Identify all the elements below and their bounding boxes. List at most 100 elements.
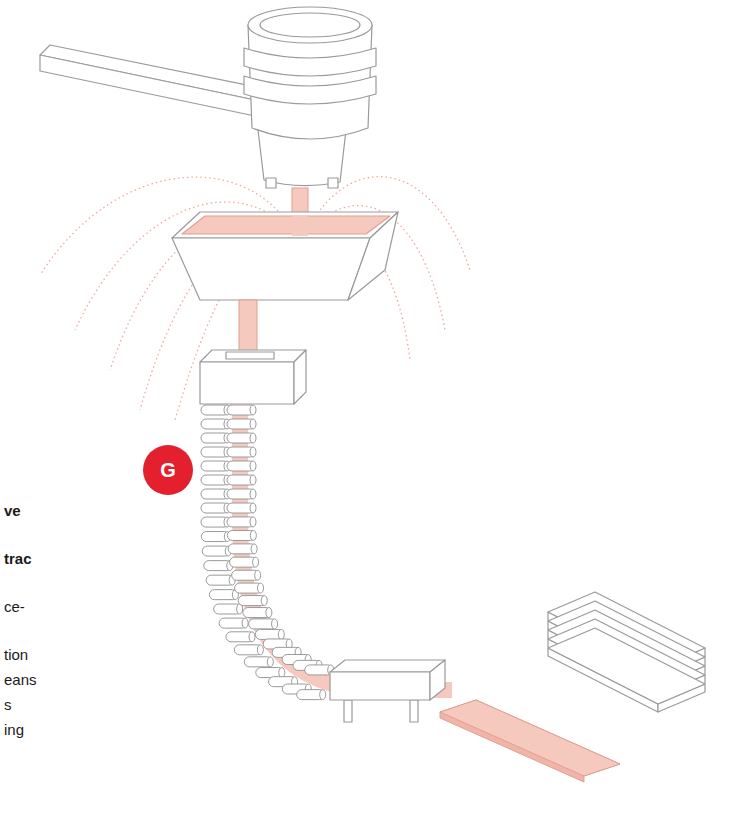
callout-circle: G	[143, 445, 193, 495]
text-fragment: ce-	[4, 598, 25, 616]
roller-body	[227, 461, 255, 471]
roller-end	[250, 489, 256, 499]
rollers	[201, 405, 326, 700]
roller	[227, 447, 256, 457]
callout-letter: G	[160, 459, 176, 481]
roller	[228, 544, 257, 554]
roller-body	[201, 405, 229, 415]
roller-body	[243, 608, 271, 618]
torch-side	[430, 660, 445, 700]
mold-slot	[226, 352, 274, 359]
torch-leg	[344, 700, 352, 722]
roller	[201, 405, 230, 415]
roller-body	[206, 575, 234, 585]
roller	[214, 604, 243, 614]
roller-end	[267, 657, 273, 667]
roller-end	[250, 405, 256, 415]
torch-leg	[410, 700, 418, 722]
roller-body	[227, 419, 255, 429]
roller	[227, 433, 256, 443]
roller	[206, 575, 235, 585]
roller-body	[235, 583, 263, 593]
roller-body	[226, 632, 254, 642]
roller-body	[255, 629, 283, 639]
roller	[202, 546, 231, 556]
roller-body	[227, 503, 255, 513]
roller	[227, 503, 256, 513]
roller-end	[242, 618, 248, 628]
roller-body	[234, 645, 262, 655]
text-fragment: trac	[4, 550, 32, 568]
ladle-rim	[248, 7, 372, 43]
text-fragment: s	[4, 696, 12, 714]
roller-body	[227, 433, 255, 443]
roller-body	[219, 618, 247, 628]
roller-body	[214, 604, 242, 614]
roller	[297, 690, 326, 700]
roller-end	[320, 690, 326, 700]
roller-body	[232, 570, 260, 580]
steel-strand	[240, 404, 452, 690]
roller-body	[201, 503, 229, 513]
roller	[235, 583, 264, 593]
roller	[209, 590, 238, 600]
tundish	[172, 212, 398, 300]
roller-body	[201, 489, 229, 499]
text-fragment: ve	[4, 502, 21, 520]
roller	[201, 503, 230, 513]
roller-body	[209, 590, 237, 600]
roller-end	[257, 645, 263, 655]
roller-body	[201, 461, 229, 471]
mold-top	[200, 350, 306, 362]
mold-front	[200, 362, 294, 404]
roller-body	[227, 530, 255, 540]
roller-end	[249, 632, 255, 642]
roller	[305, 665, 334, 675]
roller-body	[204, 561, 232, 571]
roller-end	[250, 447, 256, 457]
sparks	[40, 177, 470, 420]
ladle-rim-inner	[260, 13, 360, 37]
roller-body	[230, 557, 258, 567]
roller-end	[250, 530, 256, 540]
roller	[227, 419, 256, 429]
torch-front	[330, 672, 430, 700]
roller-body	[201, 517, 229, 527]
roller-end	[255, 570, 261, 580]
stacked-slab	[548, 628, 705, 712]
roller	[201, 475, 230, 485]
roller	[201, 447, 230, 457]
cut-slab	[440, 700, 620, 782]
torch-top	[330, 660, 445, 672]
roller	[201, 489, 230, 499]
roller	[201, 461, 230, 471]
roller-end	[251, 544, 257, 554]
roller-body	[202, 546, 230, 556]
roller	[227, 489, 256, 499]
roller-body	[238, 596, 266, 606]
roller	[226, 632, 255, 642]
roller-end	[250, 433, 256, 443]
ladle	[40, 7, 376, 188]
roller-end	[250, 419, 256, 429]
roller-body	[201, 433, 229, 443]
slab-top	[548, 628, 705, 704]
roller-body	[228, 544, 256, 554]
roller-body	[249, 619, 277, 629]
cutting-torch	[330, 660, 445, 722]
roller	[201, 532, 230, 542]
roller	[227, 461, 256, 471]
roller	[204, 561, 233, 571]
roller	[227, 405, 256, 415]
tundish-steel	[182, 216, 390, 234]
steel-stream	[292, 216, 308, 236]
roller-body	[227, 447, 255, 457]
slab-edge	[440, 700, 620, 782]
roller	[249, 619, 278, 629]
roller	[230, 557, 259, 567]
roller-body	[201, 532, 229, 542]
ladle-band	[244, 76, 376, 104]
ladle-band	[244, 48, 376, 76]
